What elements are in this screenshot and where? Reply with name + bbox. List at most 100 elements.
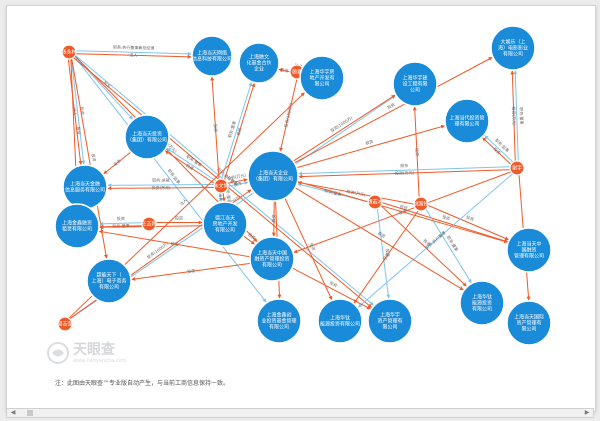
company-circle[interactable] bbox=[506, 300, 552, 346]
person-circle[interactable] bbox=[413, 196, 429, 212]
edge-label: 投资 bbox=[280, 66, 289, 74]
company-node-c8[interactable]: 上海当天投资（集团）有限公司 bbox=[124, 114, 170, 160]
edge-p_xie-c5 bbox=[510, 70, 516, 162]
footnote: 注：此图由天眼查™专业版自动产生，与当前工商信息保持一致。 bbox=[55, 380, 230, 387]
edge-c11-c12 bbox=[243, 235, 255, 245]
node-label: 上海当天中国 bbox=[257, 250, 287, 257]
person-node-p_xie[interactable]: 谢宇 bbox=[509, 160, 525, 176]
node-label: 有限公司 bbox=[503, 51, 523, 58]
scroll-right-arrow-icon[interactable]: ▶ bbox=[584, 409, 590, 416]
node-label: 资产管理有 bbox=[377, 318, 402, 325]
edge-label: 投资 bbox=[399, 203, 408, 211]
scrollbar-thumb[interactable] bbox=[27, 410, 33, 416]
company-circle[interactable] bbox=[506, 227, 552, 273]
node-label: 朱文博 bbox=[213, 182, 228, 189]
company-circle[interactable] bbox=[459, 280, 505, 326]
person-circle[interactable] bbox=[367, 194, 383, 210]
edge-label: 职务:董事长 bbox=[225, 185, 233, 207]
edge-p_yao-c17 bbox=[425, 208, 472, 284]
node-label: 有限公司 bbox=[472, 306, 492, 313]
company-circle[interactable] bbox=[249, 236, 295, 282]
scroll-left-arrow-icon[interactable]: ◀ bbox=[10, 409, 16, 416]
edge-label: 投资 bbox=[112, 157, 122, 167]
person-node-p_xu[interactable]: 魏若冰 bbox=[367, 194, 383, 210]
company-circle[interactable] bbox=[247, 150, 299, 202]
edge-label: 投资 bbox=[386, 101, 396, 110]
edge-label: 投资 bbox=[185, 162, 195, 171]
node-label: 德江当天 bbox=[215, 215, 235, 222]
node-label: 谢宇 bbox=[512, 164, 522, 171]
edge-label: 投资 bbox=[270, 214, 276, 222]
person-node-p_zhu[interactable]: 朱文博 bbox=[213, 178, 229, 194]
edge-label: 法人 bbox=[129, 51, 137, 57]
edge-c8-c9 bbox=[103, 151, 132, 175]
edge-label: 投资 bbox=[247, 231, 257, 241]
person-circle[interactable] bbox=[213, 178, 229, 194]
edge-label: 投资 bbox=[377, 230, 387, 239]
relationship-graph-panel: 职务:执行董事兼总经理法人股东投资法人投资职务:监事投资(万元)职务:执行董事投… bbox=[6, 5, 596, 412]
node-label: 大娱乐（上 bbox=[500, 39, 525, 46]
node-label: 张永林 bbox=[61, 48, 76, 55]
node-label: 上海华宇建 bbox=[402, 75, 427, 82]
person-node-p_yao[interactable]: 姚国锋 bbox=[413, 196, 429, 212]
horizontal-scrollbar[interactable]: ◀ ▶ bbox=[6, 408, 594, 418]
edge-label: 法人 bbox=[72, 107, 79, 116]
company-circle[interactable] bbox=[54, 203, 100, 249]
node-label: 能源投资有限公司 bbox=[320, 321, 360, 328]
node-label: 限公司 bbox=[382, 324, 397, 331]
edge-p_xu-c17 bbox=[380, 205, 467, 287]
company-node-c6[interactable]: 上海当天企业（集团）有限公司 bbox=[247, 150, 299, 202]
company-circle[interactable] bbox=[238, 42, 280, 84]
person-circle[interactable] bbox=[509, 160, 525, 176]
edge-p_xie-c6 bbox=[298, 169, 511, 179]
company-circle[interactable] bbox=[191, 35, 233, 77]
edge-label: 投资 bbox=[422, 237, 432, 247]
person-node-p_zhou[interactable]: 周志强 bbox=[57, 316, 73, 332]
company-circle[interactable] bbox=[317, 298, 363, 344]
person-node-p_wang[interactable]: 王志刚 bbox=[141, 216, 157, 232]
node-label: 限公司 bbox=[521, 326, 536, 333]
person-circle[interactable] bbox=[57, 316, 73, 332]
company-circle[interactable] bbox=[299, 55, 345, 101]
node-layer: 张永林顾君朱文博王志刚周志强魏若冰姚国锋谢宇上海当天网络信息科技有限公司上海融文… bbox=[54, 25, 552, 346]
person-node-p_zhang[interactable]: 张永林 bbox=[61, 44, 77, 60]
person-circle[interactable] bbox=[141, 216, 157, 232]
company-circle[interactable] bbox=[256, 298, 302, 344]
company-circle[interactable] bbox=[86, 258, 132, 304]
edge-label: 投资 bbox=[235, 127, 243, 136]
node-label: 海）电影影业 bbox=[498, 45, 528, 52]
edge-p_zhu-c8 bbox=[166, 148, 217, 182]
edge-p_zhang-c9 bbox=[67, 59, 83, 165]
node-label: 企业 bbox=[254, 66, 264, 73]
company-circle[interactable] bbox=[367, 298, 413, 344]
person-circle[interactable] bbox=[61, 44, 77, 60]
edge-label: 投资(1000万) bbox=[282, 102, 294, 128]
company-circle[interactable] bbox=[202, 201, 248, 247]
edge-label: 投资 bbox=[91, 153, 98, 162]
company-circle[interactable] bbox=[444, 98, 490, 144]
company-circle[interactable] bbox=[124, 114, 170, 160]
edge-label: 职务:董事 bbox=[226, 120, 237, 138]
edge-p_zhang-c9 bbox=[70, 58, 86, 165]
company-circle[interactable] bbox=[392, 61, 438, 107]
company-circle[interactable] bbox=[490, 25, 536, 71]
node-label: 姚国锋 bbox=[413, 200, 428, 207]
edge-c12-c13 bbox=[131, 262, 251, 281]
